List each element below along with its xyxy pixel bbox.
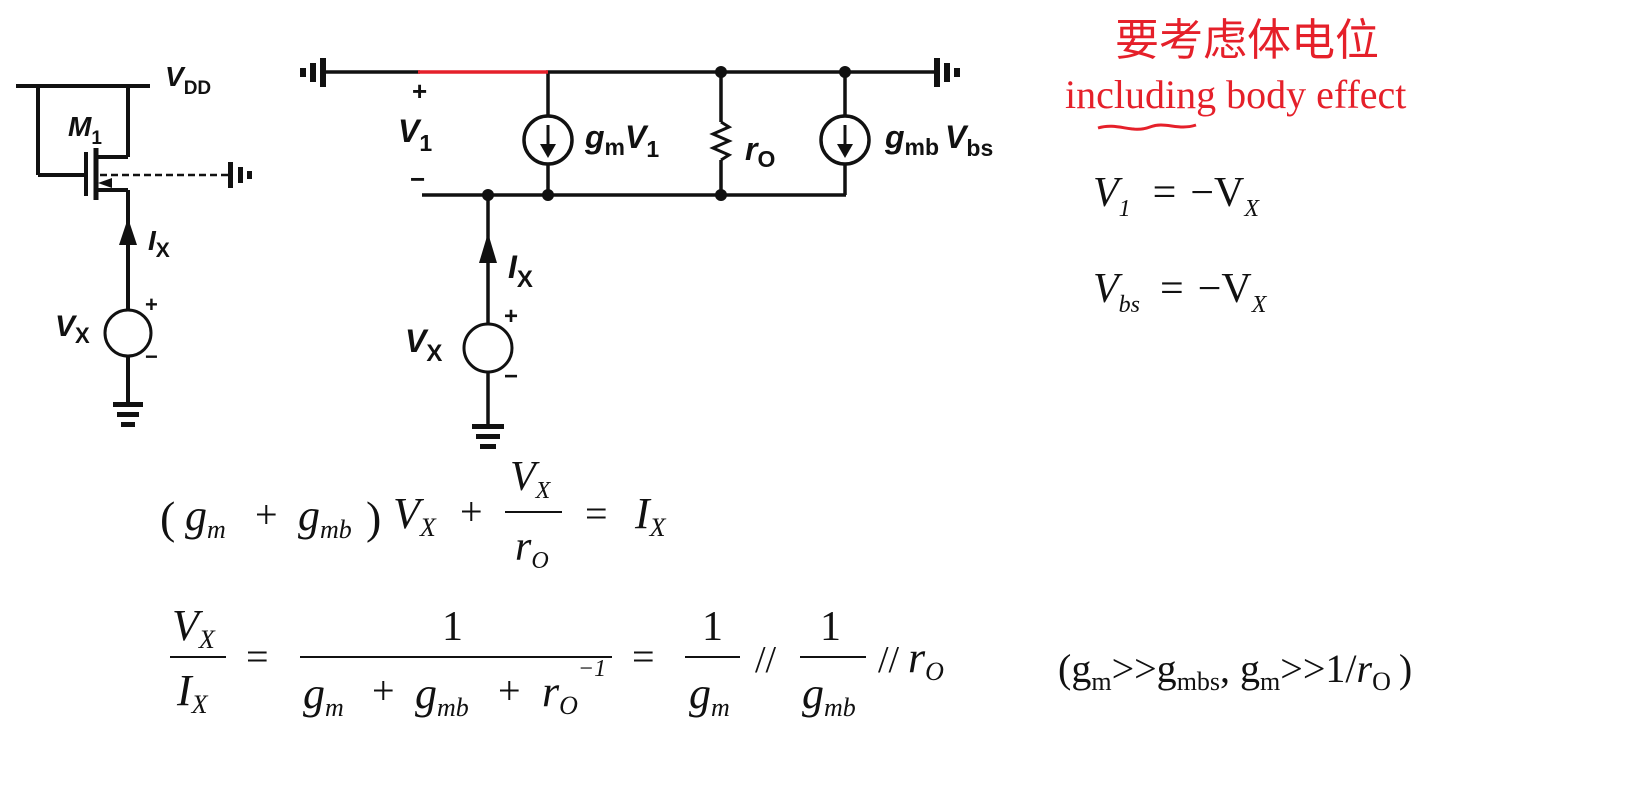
svg-text:rO: rO [908,633,944,686]
vx-label-mid: VX [405,323,442,367]
rail-ground-right-bar2 [944,63,950,82]
ground-left-bar1 [113,402,143,407]
vx-minus-left: − [145,344,158,369]
svg-text:rO−1: rO−1 [542,656,606,720]
equation-v1: V1=−VX [1093,170,1260,222]
svg-text:+: + [372,668,395,713]
rail-ground-left-bar3 [300,68,306,77]
ground-left-bar2 [117,412,139,417]
ix-label-left: IX [148,225,170,262]
svg-text:+: + [498,668,521,713]
svg-text:+: + [460,489,483,534]
node-dot-1 [715,66,727,78]
ground-left-bar3 [121,422,135,427]
ground-mid-bar3 [480,444,496,449]
ro-label: rO [745,131,775,172]
vx-source-circle [103,308,153,358]
svg-text:Vbs=−VX: Vbs=−VX [1093,266,1268,318]
svg-text:=: = [246,634,269,679]
svg-text:V1=−VX: V1=−VX [1093,170,1260,222]
gm-arrow-head [540,144,556,158]
svg-text:1: 1 [820,604,841,650]
svg-text:gm: gm [185,491,226,544]
svg-text:=: = [632,634,655,679]
rail-ground-left-bar2 [310,63,316,82]
transistor-fills [98,162,252,427]
rail-ground-right-bar3 [954,68,960,77]
vx-label-left: VX [55,310,90,348]
gm-v1-label: gmV1 [584,119,659,162]
vx-plus-mid: + [504,303,518,330]
svg-text:gmb: gmb [298,491,352,544]
equation-condition: (gm>>gmbs, gm>>1/rO) [1058,646,1412,696]
transistor-labels: VDD M1 IX VX + − [55,61,211,369]
v1-minus: − [410,164,425,194]
svg-text:gm: gm [689,669,730,722]
node-dot-5 [715,189,727,201]
annotation: 要考虑体电位 including body effect [1065,15,1406,131]
gmb-arrow-head [837,144,853,158]
node-dot-4 [542,189,554,201]
v1-plus: + [412,76,427,106]
svg-text:IX: IX [634,489,667,542]
v1-label: V1 [398,113,432,156]
annotation-underline-squiggle [1097,123,1197,131]
source-arrow [98,178,112,188]
svg-text://: // [878,639,900,681]
equation-kcl: ( gm + gmb ) VX + VX rO = IX [160,454,667,574]
ro-resistor [709,120,733,162]
ground-mid-bar2 [476,434,500,439]
svg-text:1: 1 [702,604,723,650]
equation-vbs: Vbs=−VX [1093,266,1268,318]
rail-ground-left-bar1 [320,58,326,87]
body-ground-bar2 [238,167,243,183]
small-signal-fills [300,58,960,449]
svg-text:(gm>>gmbs, gm>>1/rO): (gm>>gmbs, gm>>1/rO) [1058,646,1412,696]
svg-text:VX: VX [393,489,437,542]
body-ground-bar3 [247,171,252,179]
equation-result: VX IX = 1 gm + gmb + rO−1 = 1 gm // 1 gm… [170,601,944,722]
ix-label-mid: IX [508,249,533,293]
ix-arrow-left [119,218,137,245]
svg-text:IX: IX [176,666,209,719]
svg-text://: // [755,639,777,681]
ground-mid-bar1 [472,424,504,429]
ix-arrow-mid [479,233,497,263]
svg-text:+: + [255,492,278,537]
gm-source-circle [522,114,574,166]
svg-text:gmb: gmb [415,669,469,722]
svg-text:rO: rO [515,524,549,574]
svg-text:=: = [585,491,608,536]
annotation-english: including body effect [1065,72,1406,117]
node-dot-2 [839,66,851,78]
svg-text:VX: VX [172,601,216,654]
annotation-chinese: 要考虑体电位 [1115,15,1379,66]
svg-text:gm: gm [303,669,344,722]
node-dot-3 [482,189,494,201]
m1-label: M1 [68,111,102,149]
svg-text:(: ( [160,492,175,543]
body-ground-bar1 [228,162,233,188]
svg-text:VX: VX [510,454,552,504]
svg-text:): ) [366,492,381,543]
vdd-label: VDD [165,61,211,99]
vx-plus-left: + [145,292,158,317]
svg-text:1: 1 [442,604,463,650]
gmb-source-circle [819,114,871,166]
svg-text:gmb: gmb [802,669,856,722]
rail-ground-right-bar1 [934,58,940,87]
vx-minus-mid: − [504,363,518,390]
transistor-circuit [16,84,228,402]
